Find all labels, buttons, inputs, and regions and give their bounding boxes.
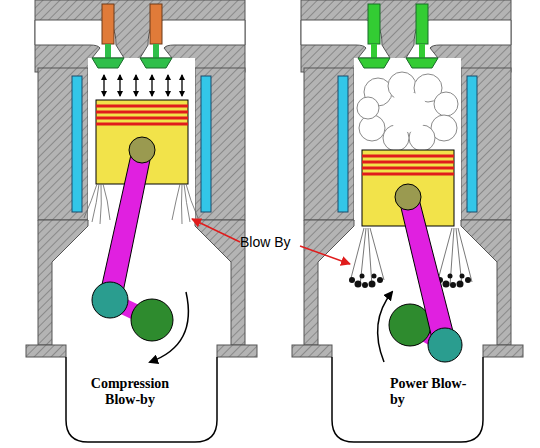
crank-mechanism	[378, 184, 462, 362]
blow-by-puffs-part-part	[369, 281, 376, 288]
valves-part	[105, 44, 111, 58]
compression-arrows	[104, 75, 182, 96]
blow-by-puffs-part-part	[465, 277, 471, 283]
blow-by-wisps-part	[92, 184, 99, 222]
valves-part	[140, 58, 172, 68]
combustion-cloud-part	[357, 97, 379, 119]
leader-arrows-part	[192, 219, 240, 242]
crank-mechanism-part	[395, 184, 421, 210]
valves-part	[368, 4, 380, 44]
blow-by-puffs-part-part	[360, 274, 365, 279]
compression-engine	[26, 0, 257, 442]
compression-arrows-part	[181, 75, 182, 96]
blow-by-puffs-part-part	[355, 281, 362, 288]
blow-by-puffs-part-part	[457, 281, 464, 288]
blow-by-wisps-part	[103, 184, 110, 220]
valves-part	[150, 4, 162, 44]
blow-by-puffs-part	[349, 274, 471, 289]
blow-by-puffs-part-part	[362, 282, 368, 288]
valves-part	[371, 44, 377, 58]
engine-block	[26, 0, 257, 442]
combustion-cloud	[357, 72, 458, 151]
blow-by-puffs-part	[350, 228, 384, 286]
blow-by-puffs-part-part	[372, 274, 377, 279]
stroke-caption: Power Blow-by	[390, 376, 468, 408]
valves-part	[92, 58, 124, 68]
crank-mechanism-part	[389, 304, 431, 346]
compression-arrows-part	[135, 75, 136, 96]
compression-arrows-part	[119, 75, 120, 96]
crank-mechanism-part	[428, 328, 462, 362]
crank-mechanism	[92, 137, 188, 362]
blow-by-puffs-part-part	[448, 274, 453, 279]
blow-by-puffs-part-part	[349, 277, 355, 283]
blow-by-puffs-part-part	[460, 274, 465, 279]
blow-by-wisps-part	[84, 184, 97, 218]
valves-part	[419, 44, 425, 58]
piston-part	[362, 161, 454, 164]
valves-part	[153, 44, 159, 58]
blow-by-puffs-part-part	[450, 282, 456, 288]
crank-mechanism-part	[378, 292, 392, 362]
blow-by-wisps-part	[172, 184, 180, 220]
piston-part	[96, 123, 188, 126]
piston-part	[362, 173, 454, 176]
blow-by-puffs-part-part	[377, 277, 383, 283]
valves-part	[416, 4, 428, 44]
valves-part	[102, 4, 114, 44]
crank-mechanism-part	[150, 292, 188, 362]
piston-part	[96, 105, 188, 108]
crank-mechanism-part	[99, 150, 152, 302]
combustion-cloud-part	[388, 92, 428, 132]
stroke-caption: Compression Blow-by	[78, 376, 182, 408]
blow-by-wisps-part	[184, 184, 190, 222]
crank-mechanism-part	[131, 299, 173, 341]
crank-mechanism-part	[398, 195, 456, 347]
piston-part	[96, 117, 188, 120]
piston-part	[362, 167, 454, 170]
compression-arrows-part	[103, 75, 104, 96]
blow-by-puffs-part	[438, 228, 472, 286]
combustion-cloud-part	[434, 92, 458, 116]
engine-block	[292, 0, 523, 442]
blow-by-wisps-part	[100, 184, 101, 224]
power-engine	[292, 0, 523, 442]
valves	[358, 4, 438, 68]
piston-part	[96, 111, 188, 114]
combustion-cloud-part	[359, 115, 385, 141]
leader-arrows-part	[300, 246, 350, 264]
piston-part	[362, 155, 454, 158]
blow-by-wisps-part	[181, 184, 183, 224]
crank-mechanism-part	[129, 137, 155, 163]
callout-label: Blow By	[240, 234, 291, 250]
valves-part	[406, 58, 438, 68]
valves-part	[358, 58, 390, 68]
blow-by-wisps-part	[186, 184, 198, 218]
crank-mechanism-part	[92, 282, 128, 318]
compression-arrows-part	[167, 75, 168, 96]
compression-arrows-part	[151, 75, 152, 96]
leader-arrows	[192, 219, 350, 264]
blow-by-puffs-part-part	[443, 281, 450, 288]
valves	[92, 4, 172, 68]
